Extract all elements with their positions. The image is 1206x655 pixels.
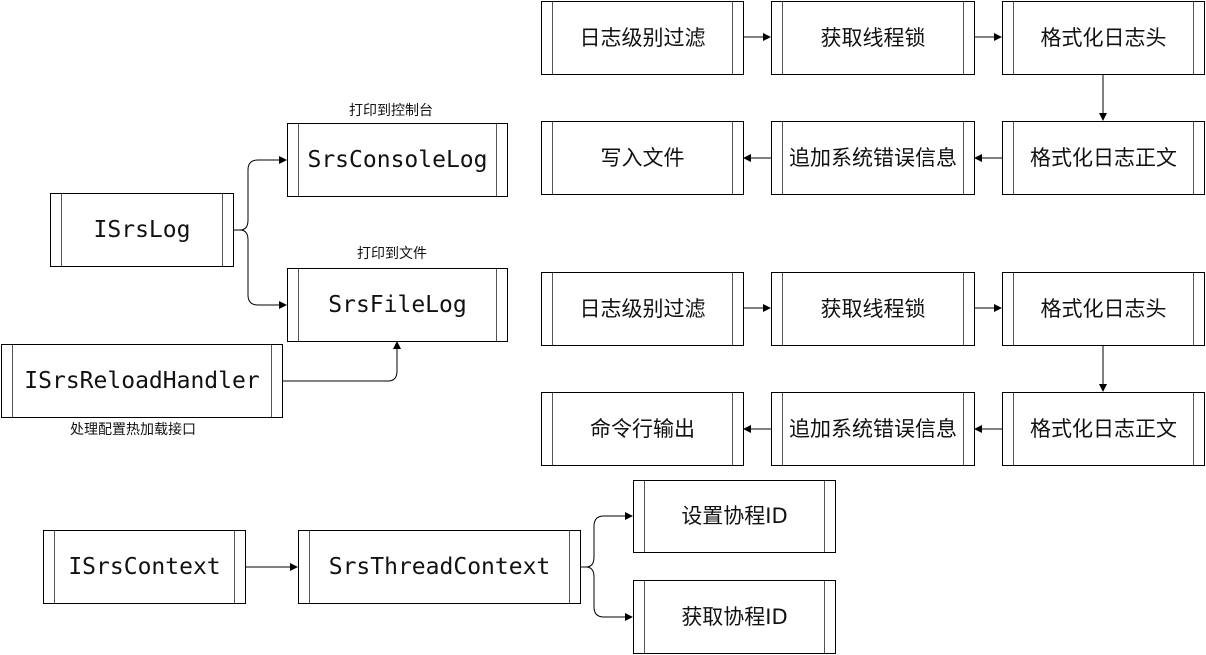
srsconsolelog-label: SrsConsoleLog (307, 146, 488, 173)
file-flow-step[interactable]: 日志级别过滤 (541, 1, 744, 75)
isrscontext-box[interactable]: ISrsContext (43, 530, 246, 604)
isrslog-box[interactable]: ISrsLog (50, 193, 234, 267)
console-flow-step[interactable]: 命令行输出 (541, 392, 744, 466)
arrow-log-to-file (233, 229, 287, 309)
console-flow-step[interactable]: 格式化日志头 (1002, 272, 1205, 346)
file-flow-step[interactable]: 写入文件 (541, 121, 744, 195)
get-coroutine-id-box[interactable]: 获取协程ID (633, 580, 836, 654)
arrow-reload-to-file (282, 341, 401, 382)
file-flow-step[interactable]: 格式化日志头 (1002, 1, 1205, 75)
file-flow-step[interactable]: 获取线程锁 (771, 1, 975, 75)
file-note: 打印到文件 (357, 246, 427, 262)
isrsreloadhandler-box[interactable]: ISrsReloadHandler (1, 344, 283, 418)
srsfilelog-box[interactable]: SrsFileLog (287, 268, 508, 342)
console-note: 打印到控制台 (349, 103, 433, 119)
arrow-impl-to-set (580, 512, 633, 568)
srsfilelog-label: SrsFileLog (328, 291, 467, 318)
console-flow-step[interactable]: 格式化日志正文 (1002, 392, 1205, 466)
file-flow-step[interactable]: 追加系统错误信息 (771, 121, 975, 195)
arrow-log-to-console (233, 156, 287, 231)
isrslog-label: ISrsLog (93, 216, 191, 243)
set-coroutine-id-label: 设置协程ID (681, 504, 788, 529)
get-coroutine-id-label: 获取协程ID (681, 604, 788, 629)
console-flow-step[interactable]: 追加系统错误信息 (771, 392, 975, 466)
console-flow-step[interactable]: 日志级别过滤 (541, 272, 744, 346)
console-flow-step[interactable]: 获取线程锁 (771, 272, 975, 346)
srsconsolelog-box[interactable]: SrsConsoleLog (287, 123, 508, 197)
srsthreadcontext-label: SrsThreadContext (328, 553, 551, 580)
file-flow-step[interactable]: 格式化日志正文 (1002, 121, 1205, 195)
reload-note: 处理配置热加载接口 (70, 422, 196, 438)
isrsreloadhandler-label: ISrsReloadHandler (24, 367, 260, 394)
isrscontext-label: ISrsContext (68, 553, 221, 580)
set-coroutine-id-box[interactable]: 设置协程ID (633, 480, 836, 553)
srsthreadcontext-box[interactable]: SrsThreadContext (298, 530, 581, 604)
arrow-impl-to-get (580, 566, 633, 621)
